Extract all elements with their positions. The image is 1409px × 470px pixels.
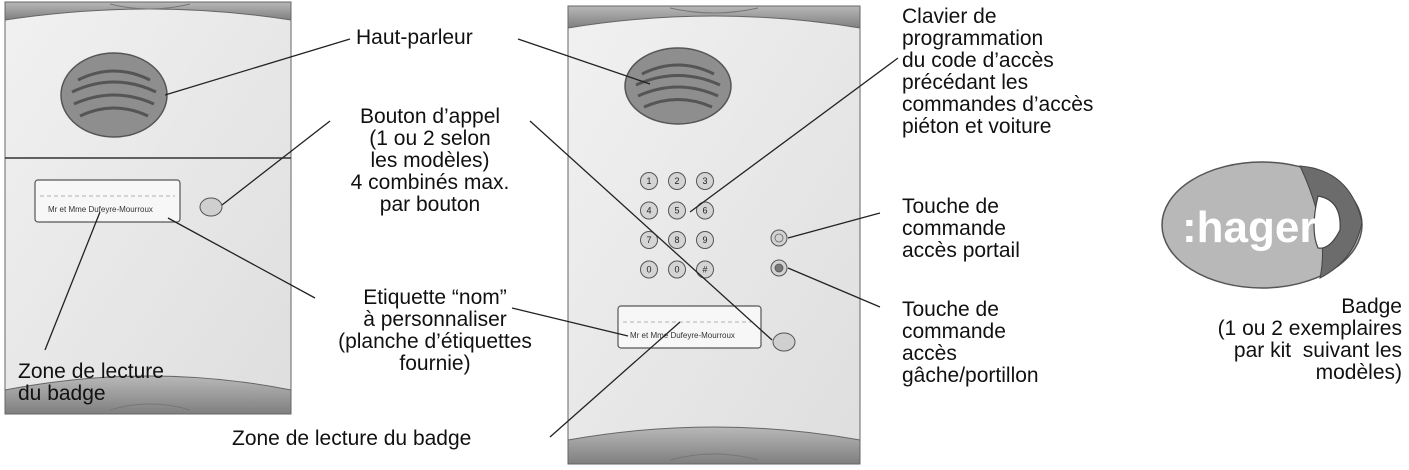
badge-fob: :hager <box>1161 161 1363 289</box>
gate-key[interactable] <box>770 229 788 247</box>
center-call-button[interactable] <box>772 332 796 352</box>
keypad-key-label: 0 <box>646 265 651 275</box>
hager-logo: :hager <box>1182 203 1316 252</box>
leader-tag-center <box>511 307 629 337</box>
center-speaker-grille <box>624 47 732 125</box>
center-tag-text: Mr et Mme Dufeyre-Mourroux <box>630 331 735 340</box>
keypad-key-label: 0 <box>674 265 679 275</box>
center-panel: 1 2 3 4 5 6 7 8 9 0 0 # Mr et Mme Dufeyre-Mourroux <box>567 5 861 465</box>
keypad-key-label: 4 <box>646 206 651 216</box>
label-strike-key: Touche de commande accès gâche/portillon <box>902 298 1039 387</box>
leader-badge-zone-center <box>549 321 681 438</box>
leader-lines <box>44 38 899 438</box>
label-name-tag: Etiquette “nom” à personnaliser (planche… <box>338 286 532 375</box>
leader-call-center <box>529 120 773 341</box>
keypad-key[interactable]: # <box>696 260 714 279</box>
label-badge-zone-center: Zone de lecture du badge <box>232 427 472 450</box>
label-call-button: Bouton d’appel (1 ou 2 selon les modèles… <box>350 105 510 216</box>
center-panel-bottom-band <box>567 426 861 465</box>
keypad-key-label: # <box>702 265 707 275</box>
left-name-tag: Mr et Mme Dufeyre-Mourroux <box>34 179 181 223</box>
label-badge: Badge (1 ou 2 exemplaires par kit suivan… <box>1217 295 1402 384</box>
keypad-key[interactable]: 8 <box>668 231 686 249</box>
keypad-key[interactable]: 1 <box>640 172 658 190</box>
center-panel-top-band <box>567 5 861 29</box>
keypad-key[interactable]: 6 <box>696 201 714 220</box>
label-gate-key: Touche de commande accès portail <box>902 195 1020 262</box>
keypad-key[interactable]: 3 <box>696 172 714 190</box>
left-tag-text: Mr et Mme Dufeyre-Mourroux <box>48 205 153 214</box>
leader-strike <box>787 267 881 308</box>
leader-gate <box>787 212 881 239</box>
keypad: 1 2 3 4 5 6 7 8 9 0 0 # <box>640 172 714 279</box>
keypad-key[interactable]: 7 <box>640 231 658 249</box>
left-panel-bottom-band <box>4 375 292 415</box>
keypad-key-label: 6 <box>702 206 707 216</box>
center-name-tag: Mr et Mme Dufeyre-Mourroux <box>617 305 762 349</box>
keypad-key-label: 7 <box>646 235 651 245</box>
left-call-button[interactable] <box>199 197 223 217</box>
leader-badge-zone-left <box>44 211 101 351</box>
strike-key[interactable] <box>770 259 788 277</box>
keypad-key-label: 3 <box>702 176 707 186</box>
leader-call-left <box>221 120 331 206</box>
keypad-key-label: 8 <box>674 235 679 245</box>
leader-tag-left <box>167 217 316 299</box>
leader-keypad <box>689 57 899 213</box>
keypad-key[interactable]: 4 <box>640 201 658 220</box>
leader-speaker-center <box>517 38 651 85</box>
keypad-key[interactable]: 0 <box>668 260 686 279</box>
keypad-key-label: 2 <box>674 176 679 186</box>
keypad-key[interactable]: 5 <box>668 201 686 220</box>
keypad-key[interactable]: 2 <box>668 172 686 190</box>
label-keypad: Clavier de programmation du code d’accès… <box>902 5 1094 138</box>
keypad-key-label: 9 <box>702 235 707 245</box>
label-speaker: Haut-parleur <box>356 26 473 49</box>
keypad-key[interactable]: 0 <box>640 260 658 279</box>
leader-speaker-left <box>164 38 351 96</box>
label-badge-zone-left: Zone de lecture du badge <box>18 360 164 405</box>
left-speaker-grille <box>60 52 168 138</box>
left-panel: Mr et Mme Dufeyre-Mourroux <box>4 1 292 415</box>
keypad-key-label: 1 <box>646 176 651 186</box>
keypad-key[interactable]: 9 <box>696 231 714 249</box>
keypad-key-label: 5 <box>674 206 679 216</box>
